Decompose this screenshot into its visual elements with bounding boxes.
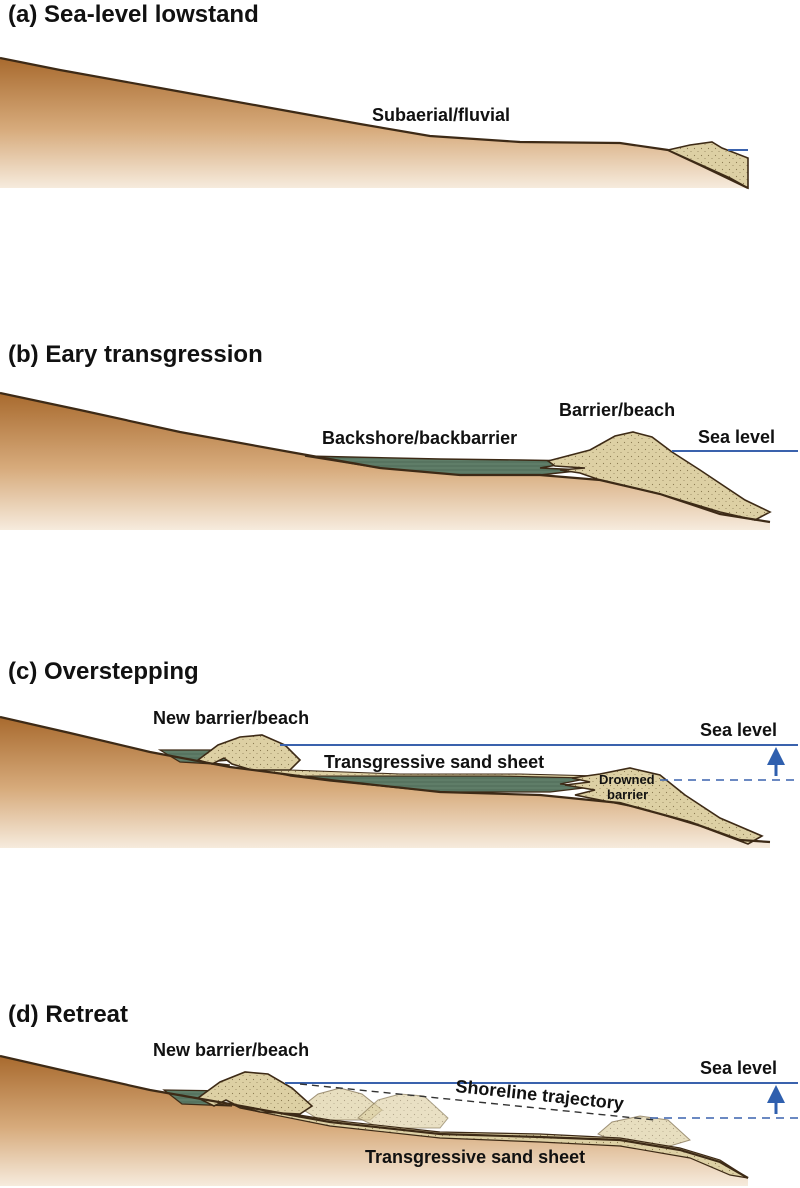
panel-c-new-barrier bbox=[196, 734, 302, 771]
panel-d: (d) Retreat New barrier/beach Sea level … bbox=[0, 1001, 798, 1186]
panel-d-title: (d) Retreat bbox=[8, 1001, 128, 1028]
panel-b-title: (b) Eary transgression bbox=[8, 341, 263, 368]
panel-d-sand-sheet bbox=[231, 1103, 749, 1179]
panel-b-sea-level-label: Sea level bbox=[698, 427, 775, 447]
panel-a: (a) Sea-level lowstand Subaerial/fluvial bbox=[0, 1, 749, 190]
panel-d-new-barrier bbox=[196, 1071, 314, 1115]
panel-c-drowned-label-2: barrier bbox=[607, 787, 648, 802]
panel-d-new-barrier-label: New barrier/beach bbox=[153, 1040, 309, 1060]
panel-a-barrier bbox=[665, 141, 749, 190]
panel-c-land bbox=[0, 717, 770, 848]
panel-b-barrier bbox=[546, 431, 772, 521]
panel-c-title: (c) Overstepping bbox=[8, 658, 199, 685]
panel-b-land bbox=[0, 393, 770, 530]
panel-c-new-barrier-label: New barrier/beach bbox=[153, 708, 309, 728]
panel-b-backshore-label: Backshore/backbarrier bbox=[322, 428, 517, 448]
panel-a-subaerial-label: Subaerial/fluvial bbox=[372, 105, 510, 125]
panel-c-sea-level-label: Sea level bbox=[700, 720, 777, 740]
panel-a-land bbox=[0, 58, 748, 188]
panel-b-barrier-label: Barrier/beach bbox=[559, 400, 675, 420]
panel-b: (b) Eary transgression Barrier/beach Bac… bbox=[0, 341, 798, 530]
panel-d-sand-sheet-label: Transgressive sand sheet bbox=[365, 1147, 585, 1167]
panel-d-sea-level-label: Sea level bbox=[700, 1058, 777, 1078]
panel-d-land bbox=[0, 1056, 748, 1186]
panel-c-sand-sheet-label: Transgressive sand sheet bbox=[324, 752, 544, 772]
panel-c: (c) Overstepping New barrier/beach Sea l… bbox=[0, 658, 798, 848]
panel-a-title: (a) Sea-level lowstand bbox=[8, 1, 259, 28]
panel-c-drowned-label-1: Drowned bbox=[599, 772, 655, 787]
panel-d-retreat-barrier-2 bbox=[357, 1093, 449, 1129]
